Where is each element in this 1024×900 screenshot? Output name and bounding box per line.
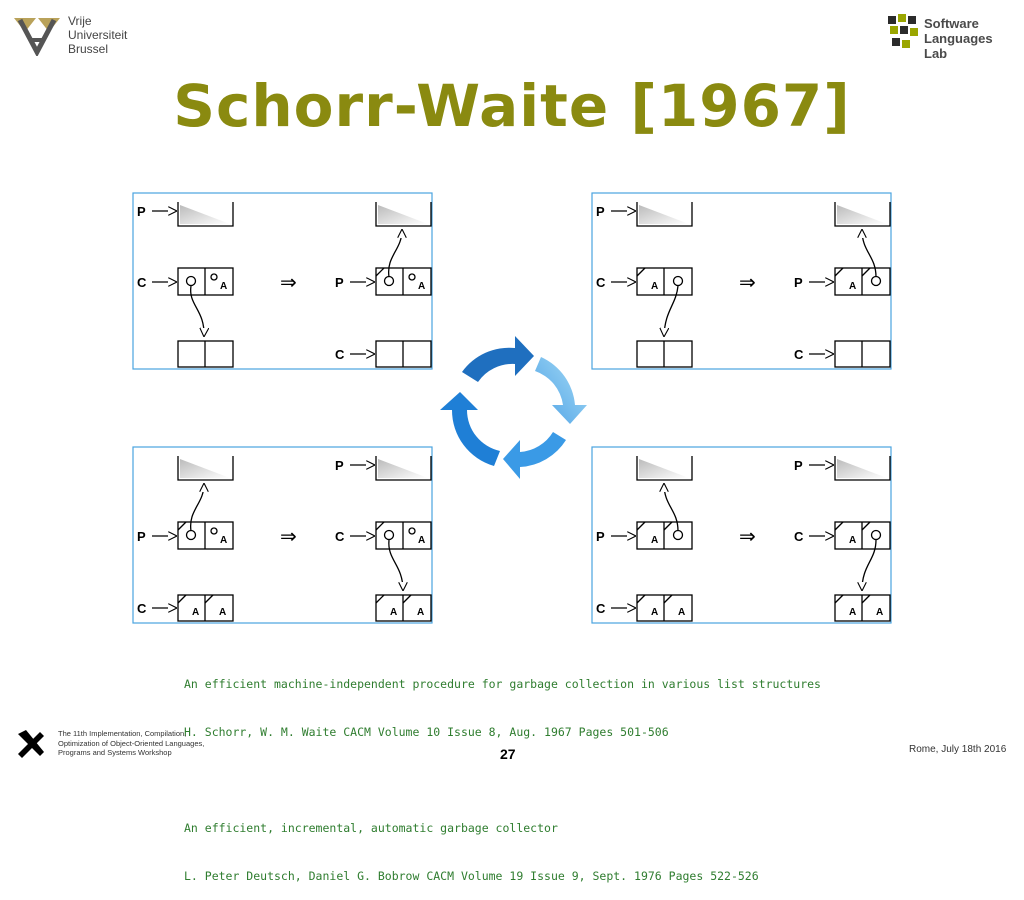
ref-1-citation: H. Schorr, W. M. Waite CACM Volume 10 Is… xyxy=(184,725,669,739)
slide-title: Schorr-Waite [1967] xyxy=(173,72,851,140)
p2-right-p-label: P xyxy=(794,275,803,290)
panel-4-frame xyxy=(591,446,892,624)
sll-wordmark: Software Languages Lab xyxy=(924,16,993,61)
p3-right-c-a2: A xyxy=(417,607,424,618)
hammer-pick-icon xyxy=(18,730,44,758)
p3-left-c-label: C xyxy=(137,601,147,616)
ref-2-citation: L. Peter Deutsch, Daniel G. Bobrow CACM … xyxy=(184,869,759,883)
ref-1-title: An efficient machine-independent procedu… xyxy=(184,677,821,691)
p4-left-p-label: P xyxy=(596,529,605,544)
p1-right-cur-a: A xyxy=(418,281,425,292)
p3-right-p-label: P xyxy=(335,458,344,473)
p4-left-c-a2: A xyxy=(678,607,685,618)
ref-2-title: An efficient, incremental, automatic gar… xyxy=(184,821,558,835)
cycle-arrows-icon xyxy=(440,336,587,479)
p2-left-cur-a: A xyxy=(651,281,658,292)
page-number: 27 xyxy=(500,746,516,762)
p4-right-c-a1: A xyxy=(849,607,856,618)
p4-right-c-a2: A xyxy=(876,607,883,618)
p1-transition-arrow: ⇒ xyxy=(280,270,297,294)
p2-left-c-label: C xyxy=(596,275,606,290)
p4-left-cur-a: A xyxy=(651,535,658,546)
p4-right-cur-a: A xyxy=(849,535,856,546)
conference-line-3: Programs and Systems Workshop xyxy=(58,748,172,757)
p3-left-p-label: P xyxy=(137,529,146,544)
p4-transition-arrow: ⇒ xyxy=(739,524,756,548)
p1-right-c-label: C xyxy=(335,347,345,362)
vub-line-1: Vrije xyxy=(68,14,92,28)
vub-wordmark: Vrije Universiteit Brussel xyxy=(68,14,127,56)
p4-right-c-label: C xyxy=(794,529,804,544)
p1-right-p-label: P xyxy=(335,275,344,290)
p3-left-c-a2: A xyxy=(219,607,226,618)
p3-left-cur-a: A xyxy=(220,535,227,546)
p2-left-p-label: P xyxy=(596,204,605,219)
conference-name: The 11th Implementation, Compilation, Op… xyxy=(58,729,204,758)
p4-left-c-a1: A xyxy=(651,607,658,618)
p2-transition-arrow: ⇒ xyxy=(739,270,756,294)
p2-right-c-label: C xyxy=(794,347,804,362)
p3-right-cur-a: A xyxy=(418,535,425,546)
p4-left-c-label: C xyxy=(596,601,606,616)
p1-left-cur-a: A xyxy=(220,281,227,292)
schorr-waite-diagram: P C P C P C P C P C P C P C P C ⇒ ⇒ ⇒ ⇒ … xyxy=(132,192,892,624)
p3-right-c-label: C xyxy=(335,529,345,544)
vub-line-3: Brussel xyxy=(68,42,109,56)
vub-logo xyxy=(14,18,60,56)
presentation-date: Rome, July 18th 2016 xyxy=(909,744,1007,755)
p3-transition-arrow: ⇒ xyxy=(280,524,297,548)
sll-logo-icon xyxy=(888,14,918,48)
panel-3-frame xyxy=(132,446,433,624)
p1-left-p-label: P xyxy=(137,204,146,219)
p3-right-c-a1: A xyxy=(390,607,397,618)
p1-left-c-label: C xyxy=(137,275,147,290)
panel-1-frame xyxy=(132,192,433,370)
panel-2-frame xyxy=(591,192,892,370)
ref-spacer xyxy=(184,772,821,788)
references: An efficient machine-independent procedu… xyxy=(184,644,821,900)
p4-right-p-label: P xyxy=(794,458,803,473)
p2-right-cur-a: A xyxy=(849,281,856,292)
conference-line-1: The 11th Implementation, Compilation, xyxy=(58,729,187,738)
vub-line-2: Universiteit xyxy=(68,28,128,42)
conference-line-2: Optimization of Object-Oriented Language… xyxy=(58,738,205,748)
p3-left-c-a1: A xyxy=(192,607,199,618)
